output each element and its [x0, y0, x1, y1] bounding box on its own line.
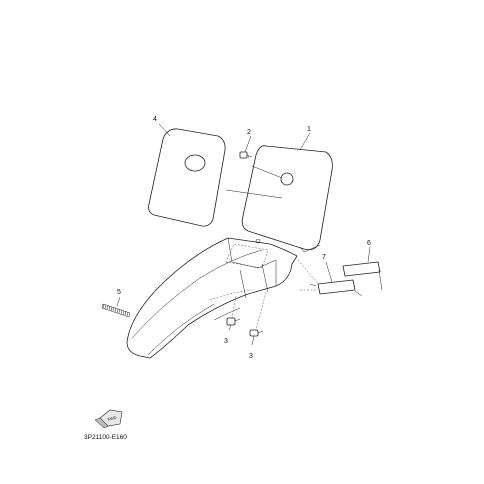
callout-7: 7 — [322, 254, 326, 261]
callout-3-left: 3 — [224, 338, 228, 345]
callout-3-right: 3 — [249, 353, 253, 360]
part-4-plate — [148, 128, 226, 227]
diagram-code: 3P21100-E160 — [84, 434, 127, 441]
part-2-screw — [239, 151, 253, 159]
part-5-decal — [101, 303, 131, 318]
callout-1: 1 — [307, 126, 311, 133]
callout-4: 4 — [153, 116, 157, 123]
rear-fender — [126, 237, 298, 359]
fwd-label: FWD — [107, 415, 117, 422]
callout-2: 2 — [247, 129, 251, 136]
part-3-bolt-left — [226, 317, 241, 326]
callout-5: 5 — [117, 289, 121, 296]
part-3-bolt-right — [249, 329, 264, 337]
plate-hole — [184, 154, 206, 172]
part-1-number-plate — [241, 145, 333, 253]
plate-mount-hole — [280, 172, 294, 186]
leader-lines — [116, 123, 383, 346]
callout-6: 6 — [367, 240, 371, 247]
fwd-arrow-icon: FWD — [94, 409, 123, 429]
part-7-decal — [309, 279, 356, 295]
part-6-decal — [342, 261, 381, 277]
